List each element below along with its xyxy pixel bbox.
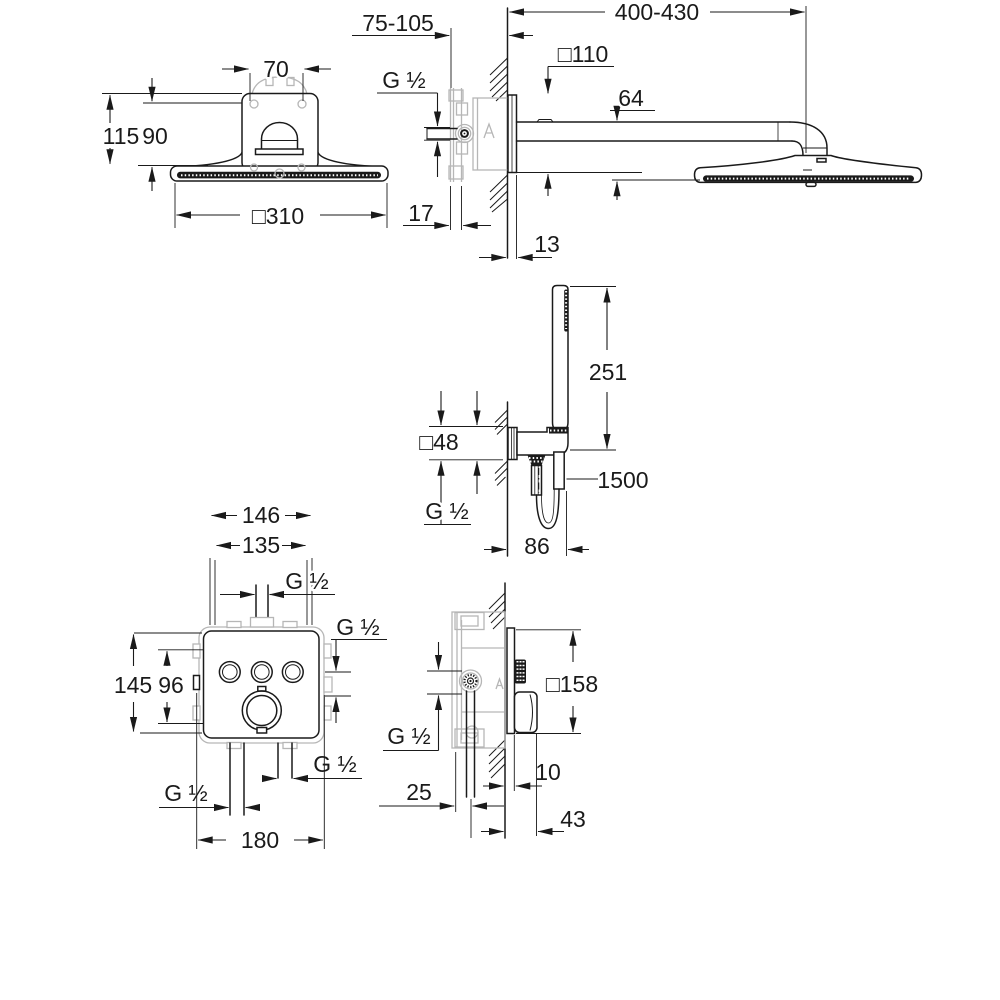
dim-label-rough-in-depth: 75-105 xyxy=(362,10,434,36)
dim-label-height-body: 90 xyxy=(142,123,168,149)
dim-label-plate-height: 145 xyxy=(114,672,152,698)
dim-label-outlet-thread: G ½ xyxy=(425,498,468,524)
dim-label-side-thread: G ½ xyxy=(336,614,379,640)
dim-label-head-offset: 64 xyxy=(618,85,644,111)
dim-label-bracket-depth: 17 xyxy=(408,200,434,226)
dim-label-button-offset: 96 xyxy=(158,672,184,698)
dim-label-bottom-right-thread: G ½ xyxy=(313,751,356,777)
view-head-side: 75-105 400-430 G ½ □110 64 17 1 xyxy=(352,0,923,262)
dim-label-plate-depth: 10 xyxy=(535,759,561,785)
dim-label-plate-width-outer: 146 xyxy=(242,502,280,528)
dim-label-escutcheon: □110 xyxy=(558,41,609,67)
wall-hatch xyxy=(494,409,508,486)
dim-label-face-width: □310 xyxy=(252,203,304,229)
dim-label-bottom-left-thread: G ½ xyxy=(164,780,207,806)
dim-label-height-total: 115 xyxy=(103,123,140,149)
dim-label-handle-length: 251 xyxy=(589,359,627,385)
view-valve-side: □158 G ½ 25 10 43 xyxy=(379,582,601,839)
dim-label-projection: 86 xyxy=(524,533,550,559)
dim-label-top-thread: G ½ xyxy=(285,568,328,594)
dim-label-knob-depth: 43 xyxy=(560,806,586,832)
dim-label-arm-length: 400-430 xyxy=(615,0,699,25)
dim-label-plate-width-inner: 135 xyxy=(242,532,280,558)
wall-hatch-upper xyxy=(488,592,506,630)
wall-hatch-upper xyxy=(489,57,508,102)
dim-label-body-depth: 25 xyxy=(406,779,432,805)
dim-label-plate-size: □158 xyxy=(546,671,598,697)
view-head-front: 70 115 90 □310 xyxy=(100,54,389,232)
dim-label-hose-length: 1500 xyxy=(597,467,648,493)
wall-hatch-lower xyxy=(489,174,508,213)
dim-label-outlet-spacing: 180 xyxy=(241,827,279,853)
rough-in-body xyxy=(448,88,509,182)
view-valve-front: 146 135 G ½ G ½ 145 96 G ½ xyxy=(111,500,387,856)
dim-label-holder-escutcheon: □48 xyxy=(419,429,458,455)
rough-in-body xyxy=(451,611,506,749)
dim-label-escutcheon-depth: 13 xyxy=(534,231,560,257)
view-hand-shower: 251 □48 G ½ 1500 86 xyxy=(417,284,651,562)
dim-label-inlet-thread: G ½ xyxy=(387,723,430,749)
dim-label-hole-spacing: 70 xyxy=(263,56,289,82)
dim-label-supply-thread: G ½ xyxy=(382,67,425,93)
